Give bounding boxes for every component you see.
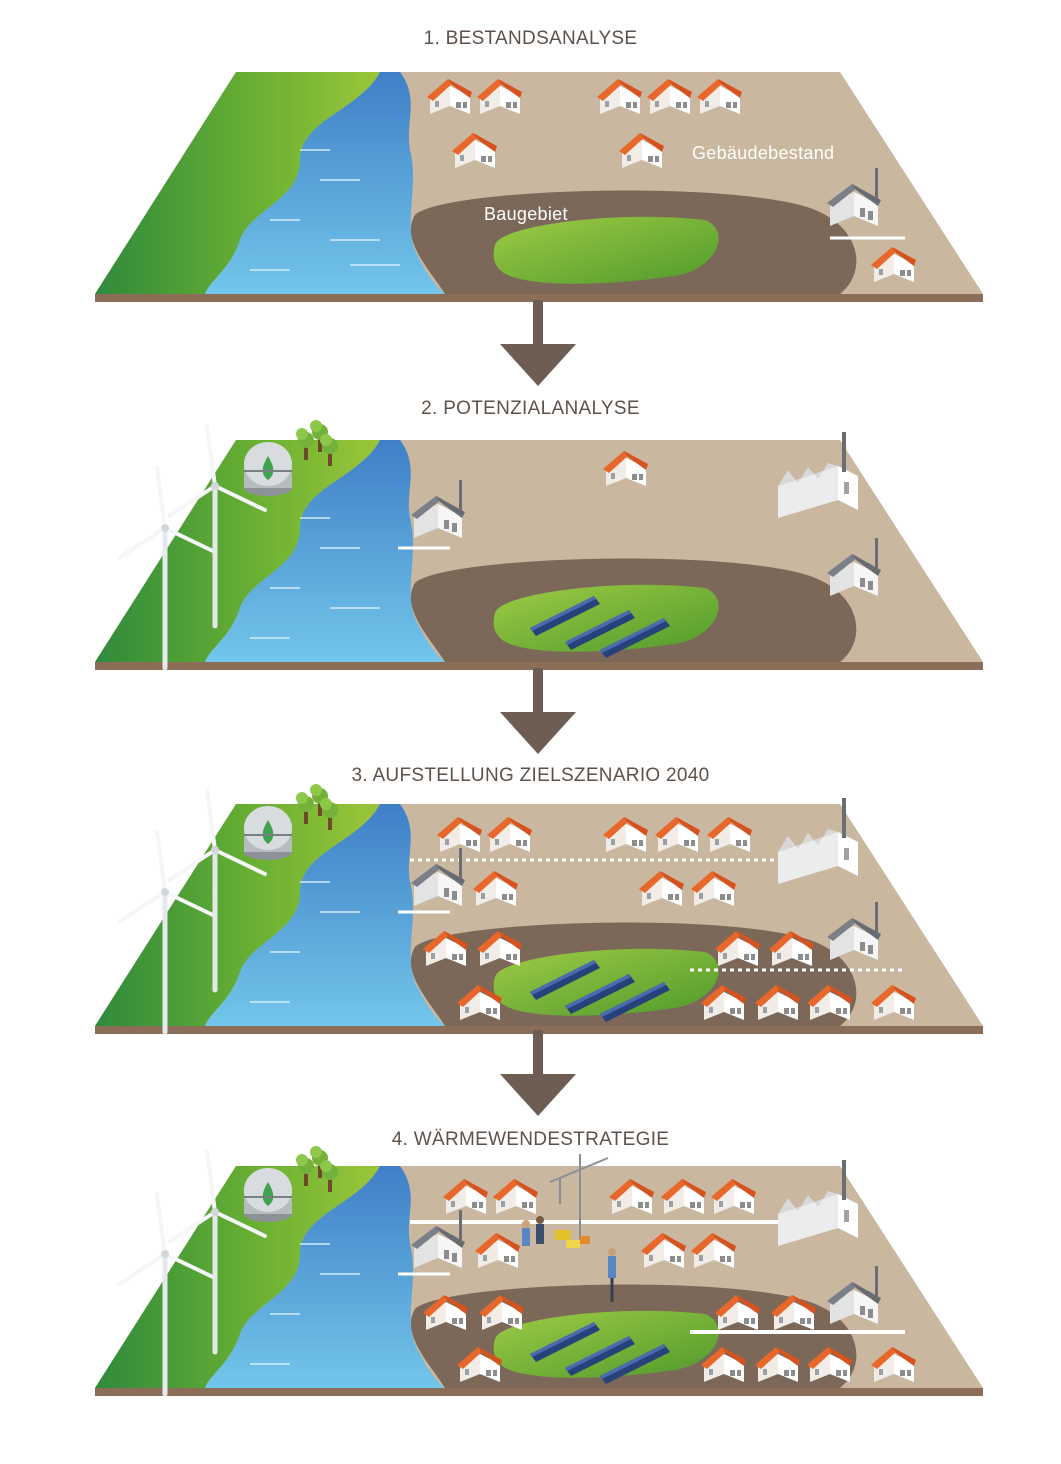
stage-3: 3. AUFSTELLUNG ZIELSZENARIO 2040 [0, 732, 1061, 1102]
stage-title: 3. AUFSTELLUNG ZIELSZENARIO 2040 [351, 765, 710, 786]
green-patch [493, 216, 719, 284]
workers [522, 1216, 616, 1302]
arrow-down [500, 300, 576, 386]
arrow-down [500, 1030, 576, 1116]
stage-title: 4. WÄRMEWENDESTRATEGIE [391, 1129, 670, 1150]
arrow-down [500, 668, 576, 754]
earth-edge [95, 294, 983, 302]
biogas-plant [244, 442, 292, 496]
crane [549, 1154, 609, 1244]
landscape-illustration [95, 420, 983, 738]
label-building-stock: Gebäudebestand [692, 143, 835, 163]
stage-4: 4. WÄRMEWENDESTRATEGIE [0, 1094, 1061, 1464]
label-development-area: Baugebiet [484, 204, 568, 224]
planned-heat-network [410, 858, 905, 972]
stage-2: 2. POTENZIALANALYSE [0, 368, 1061, 738]
meadow [95, 72, 380, 294]
green-patch [493, 584, 719, 652]
river [205, 72, 445, 294]
stage-title: 2. POTENZIALANALYSE [421, 398, 640, 419]
river [205, 440, 445, 662]
construction-materials [555, 1230, 590, 1248]
river-waves [250, 149, 400, 271]
heat-network [410, 1220, 905, 1334]
landscape-illustration [95, 72, 983, 302]
landscape-illustration [95, 784, 983, 1102]
stage-title: 1. BESTANDSANALYSE [423, 28, 638, 49]
stage-1: 1. BESTANDSANALYSE Gebäudebestand Baugeb… [0, 0, 1061, 370]
landscape-illustration [95, 1146, 983, 1464]
